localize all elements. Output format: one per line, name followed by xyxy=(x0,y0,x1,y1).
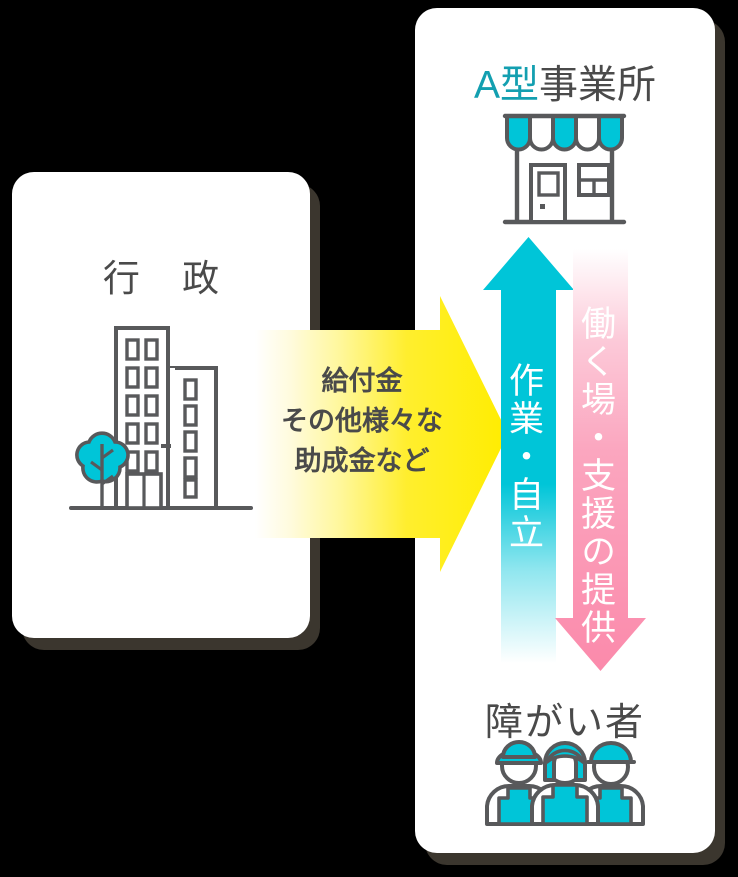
three-workers-icon xyxy=(475,734,655,831)
subsidy-label: 給付金 その他様々な 助成金など xyxy=(281,366,443,476)
office-card-title: A型事業所 xyxy=(415,54,715,110)
government-card-title: 行 政 xyxy=(102,258,236,299)
storefront-icon xyxy=(495,108,635,237)
people-title: 障がい者 xyxy=(484,702,645,744)
work-independence-label: 作業・自立 xyxy=(504,362,543,552)
office-title-rest: 事業所 xyxy=(539,64,657,107)
government-building-icon xyxy=(61,318,261,523)
workplace-support-label: 働く場・支援の提供 xyxy=(576,305,615,647)
office-title-accent: A型 xyxy=(473,64,539,107)
